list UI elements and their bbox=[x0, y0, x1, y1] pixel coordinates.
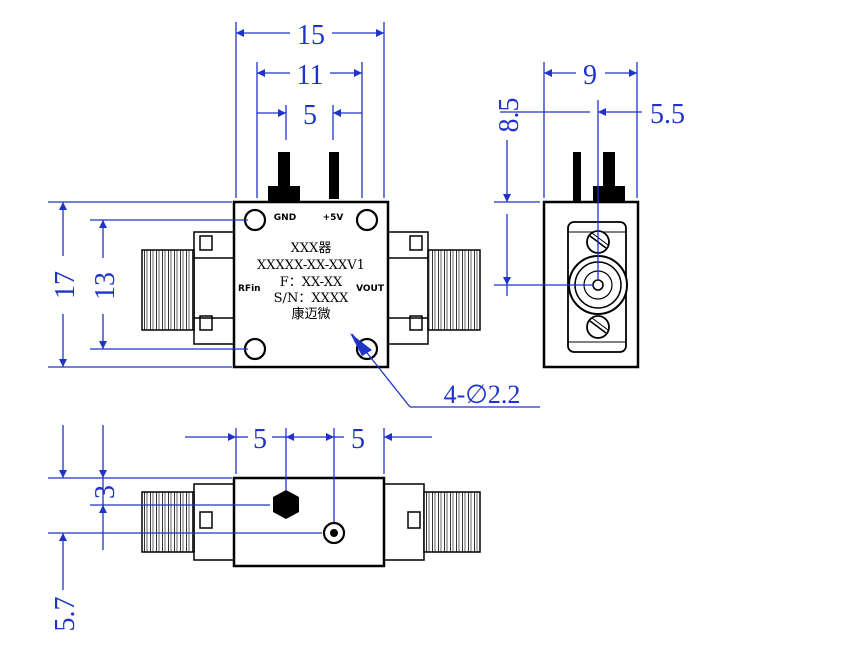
gnd-pin-base bbox=[268, 186, 300, 202]
left-sma-connector bbox=[141, 231, 235, 345]
bottom-right-connector bbox=[383, 483, 481, 561]
side-view bbox=[542, 152, 640, 369]
hole-callout-arrow bbox=[350, 333, 372, 356]
dim-15: 15 bbox=[297, 20, 325, 51]
dim-11: 11 bbox=[297, 60, 324, 91]
bottom-view bbox=[141, 476, 481, 568]
marking-line-5: 康迈微 bbox=[291, 306, 330, 322]
marking-line-1: XXX器 bbox=[291, 241, 332, 256]
dim-5-7: 5.7 bbox=[50, 597, 81, 632]
gnd-pin bbox=[278, 152, 290, 187]
bottom-left-connector bbox=[141, 483, 235, 561]
pin-label-rfin: RFin bbox=[238, 284, 261, 294]
marking-line-3: F：XX-XX bbox=[280, 275, 343, 290]
dim-5-top: 5 bbox=[303, 100, 317, 131]
mount-hole-br bbox=[355, 337, 379, 361]
dim-8-5: 8.5 bbox=[494, 98, 525, 133]
dim-9: 9 bbox=[583, 60, 597, 91]
front-dimensions bbox=[48, 22, 540, 408]
5v-pin bbox=[329, 152, 339, 199]
pin-label-5v: +5V bbox=[323, 213, 344, 223]
front-view: GND +5V RFin VOUT XXX器 XXXXX-XX-XXV1 F：X… bbox=[141, 152, 481, 369]
bottom-hex-nut bbox=[273, 490, 299, 519]
dim-17: 17 bbox=[50, 271, 81, 299]
dim-5-right: 5 bbox=[351, 424, 365, 455]
bottom-body bbox=[232, 476, 386, 568]
dim-5-left: 5 bbox=[253, 424, 267, 455]
pin-label-gnd: GND bbox=[274, 213, 296, 223]
side-dimensions bbox=[494, 62, 642, 296]
dim-5-5: 5.5 bbox=[650, 99, 685, 130]
bottom-dimensions bbox=[48, 425, 432, 590]
side-pin-b-base bbox=[593, 186, 625, 202]
side-pin-a bbox=[573, 152, 581, 202]
bottom-pin-inner bbox=[330, 529, 338, 537]
marking-line-4: S/N：XXXX bbox=[274, 291, 349, 306]
mount-hole-tr bbox=[355, 208, 379, 232]
right-sma-connector bbox=[387, 231, 481, 345]
dim-3: 3 bbox=[90, 485, 121, 499]
dim-hole-callout: 4-∅2.2 bbox=[444, 380, 521, 409]
side-pin-b bbox=[603, 152, 615, 186]
dim-13: 13 bbox=[90, 272, 121, 300]
marking-line-2: XXXXX-XX-XXV1 bbox=[257, 258, 365, 273]
pin-label-vout: VOUT bbox=[356, 284, 385, 294]
